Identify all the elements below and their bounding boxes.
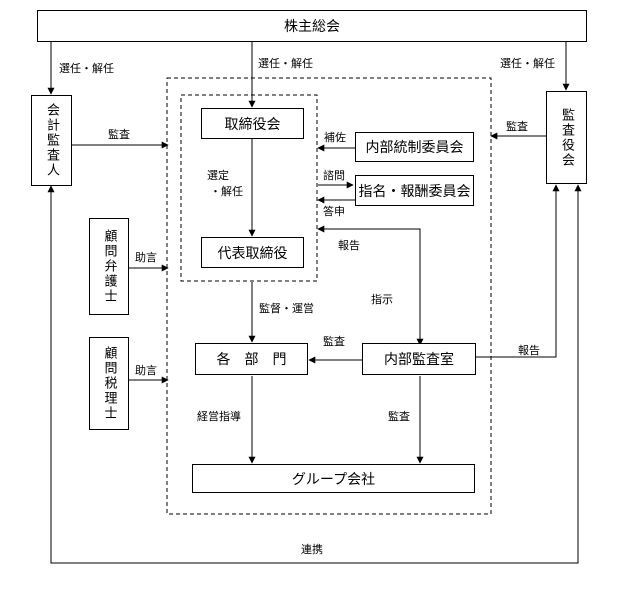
arrow-report-auditors	[476, 184, 560, 358]
label-report-to-board: 報告	[338, 239, 360, 252]
label-elect-center: 選任・解任	[258, 57, 313, 70]
label-consult: 諮問	[323, 169, 345, 182]
label-dismiss: ・解任	[210, 185, 243, 198]
audit-board-box: 監査役会	[546, 91, 587, 184]
legal-advisor-label: 顧問弁護士	[101, 229, 117, 304]
representative-director-box: 代表取締役	[201, 237, 304, 268]
internal-audit-office-box: 内部監査室	[362, 343, 476, 375]
shareholders-meeting-box: 株主総会	[37, 10, 587, 42]
label-audit-board: 監査	[506, 120, 528, 133]
label-supervise: 監督・運営	[259, 302, 314, 315]
label-instruct: 指示	[371, 293, 393, 306]
label-elect-left: 選任・解任	[59, 62, 114, 75]
label-audit-group: 監査	[388, 410, 410, 423]
accounting-auditor-label: 会計監査人	[44, 103, 59, 178]
board-of-directors-box: 取締役会	[201, 108, 304, 139]
label-audit-accounting: 監査	[108, 128, 130, 141]
label-cooperation: 連携	[301, 543, 323, 556]
accounting-auditor-box: 会計監査人	[31, 95, 72, 186]
label-select: 選定	[207, 169, 229, 182]
legal-advisor-box: 顧問弁護士	[89, 218, 129, 315]
company-boundary	[166, 77, 492, 515]
audit-board-label: 監査役会	[559, 107, 574, 168]
internal-control-committee-box: 内部統制委員会	[355, 132, 474, 162]
label-elect-right: 選任・解任	[500, 57, 555, 70]
label-report-back: 答申	[323, 205, 345, 218]
group-companies-box: グループ会社	[192, 464, 475, 493]
label-audit-departments: 監査	[323, 335, 345, 348]
tax-advisor-box: 顧問税理士	[89, 337, 129, 430]
departments-box: 各 部 門	[195, 343, 308, 375]
label-management-guidance: 経営指導	[197, 410, 241, 423]
label-assist: 補佐	[324, 131, 346, 144]
label-report-to-auditors: 報告	[518, 344, 540, 357]
nomination-compensation-committee-box: 指名・報酬委員会	[355, 175, 474, 206]
tax-advisor-label: 顧問税理士	[101, 346, 117, 421]
arrow-audit-office-board	[317, 225, 424, 346]
arrow-cooperation	[47, 184, 582, 564]
label-advice-tax: 助言	[135, 364, 157, 377]
label-advice-legal: 助言	[135, 251, 157, 264]
